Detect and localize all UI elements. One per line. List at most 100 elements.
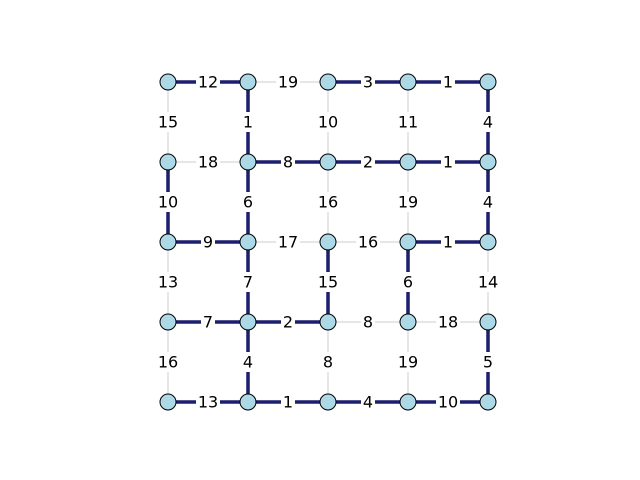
edge-weight-label: 1 — [443, 73, 453, 92]
edge-weight-label: 6 — [243, 193, 253, 212]
edge-weight-label: 8 — [323, 353, 333, 372]
edge-weight-label: 4 — [483, 113, 493, 132]
edge-weight-label-bg — [281, 392, 295, 412]
edge-weight-label: 1 — [283, 393, 293, 412]
edge-weight-label: 14 — [478, 273, 498, 292]
edge-weight-label-bg — [241, 352, 255, 372]
edge-weight-label-bg — [481, 352, 495, 372]
graph-node — [319, 153, 337, 171]
edge-weight-label: 7 — [243, 273, 253, 292]
edge-weight-label: 15 — [158, 113, 178, 132]
edge-weight-label-bg — [156, 352, 180, 372]
edge-weight-label-bg — [281, 152, 295, 172]
edge-weight-label: 16 — [358, 233, 378, 252]
graph-node — [159, 393, 177, 411]
edge-weight-label: 1 — [243, 113, 253, 132]
graph-node — [239, 313, 257, 331]
edge-weight-label-bg — [476, 272, 500, 292]
graph-node — [399, 393, 417, 411]
edge-weight-label: 18 — [198, 153, 218, 172]
edge-weight-label: 4 — [363, 393, 373, 412]
edge-weight-label: 19 — [278, 73, 298, 92]
edge-weight-label-bg — [321, 352, 335, 372]
edge-weight-label: 9 — [203, 233, 213, 252]
graph-node — [319, 73, 337, 91]
graph-node — [479, 313, 497, 331]
graph-node — [479, 153, 497, 171]
edge-weight-label: 4 — [243, 353, 253, 372]
graph-node — [399, 153, 417, 171]
edge-weight-label-bg — [156, 272, 180, 292]
graph-node — [319, 393, 337, 411]
edge-weight-label: 16 — [318, 193, 338, 212]
edge-weight-label-bg — [441, 232, 455, 252]
edge-weight-label: 19 — [398, 353, 418, 372]
edge-weight-label: 13 — [198, 393, 218, 412]
edge-weight-label: 10 — [158, 193, 178, 212]
edge-weight-label-bg — [281, 312, 295, 332]
graph-node — [159, 73, 177, 91]
edge-weight-label-bg — [396, 112, 420, 132]
edge-weight-label-bg — [361, 312, 375, 332]
edge-weight-label-bg — [401, 272, 415, 292]
edge-weight-label-bg — [316, 272, 340, 292]
edge-weight-label-bg — [196, 152, 220, 172]
edge-weight-label: 13 — [158, 273, 178, 292]
graph-node — [319, 233, 337, 251]
edge-weight-label-bg — [316, 112, 340, 132]
edge-weight-label-bg — [356, 232, 380, 252]
graph-node — [239, 393, 257, 411]
graph-node — [159, 313, 177, 331]
edge-weight-label-bg — [276, 232, 300, 252]
edge-weight-label-bg — [361, 392, 375, 412]
edge-weight-label: 10 — [438, 393, 458, 412]
edge-weight-label-bg — [396, 192, 420, 212]
edge-weight-label: 18 — [438, 313, 458, 332]
edge-weight-label-bg — [201, 312, 215, 332]
edge-weight-label-bg — [361, 152, 375, 172]
edge-weight-label-bg — [196, 392, 220, 412]
edge-weight-label: 11 — [398, 113, 418, 132]
edge-weight-label-bg — [156, 192, 180, 212]
edge-weight-label: 15 — [318, 273, 338, 292]
edge-weight-label: 2 — [363, 153, 373, 172]
edge-weight-label-bg — [441, 152, 455, 172]
graph-node — [159, 233, 177, 251]
nodes — [159, 73, 497, 411]
edge-weight-label-bg — [481, 112, 495, 132]
graph-node — [479, 233, 497, 251]
graph-node — [239, 233, 257, 251]
edge-weight-label: 1 — [443, 153, 453, 172]
graph-node — [399, 73, 417, 91]
edge-weight-label-bg — [201, 232, 215, 252]
edge-weight-label-bg — [436, 392, 460, 412]
edge-weight-label-bg — [441, 72, 455, 92]
edge-weight-label: 19 — [398, 193, 418, 212]
edge-weight-label: 10 — [318, 113, 338, 132]
graph-node — [239, 153, 257, 171]
edge-weight-label-bg — [396, 352, 420, 372]
edge-weight-label: 8 — [283, 153, 293, 172]
graph-node — [399, 313, 417, 331]
edge-weight-label: 6 — [403, 273, 413, 292]
edge-weight-label: 7 — [203, 313, 213, 332]
edge-weight-label-bg — [361, 72, 375, 92]
edge-weight-label: 12 — [198, 73, 218, 92]
edge-weight-label-bg — [241, 112, 255, 132]
edge-weight-label-bg — [436, 312, 460, 332]
edge-weight-label-bg — [241, 192, 255, 212]
edge-weight-label-bg — [241, 272, 255, 292]
graph-node — [159, 153, 177, 171]
edge-weight-label: 16 — [158, 353, 178, 372]
edge-weight-label: 8 — [363, 313, 373, 332]
graph-node — [479, 393, 497, 411]
graph-node — [319, 313, 337, 331]
edge-weight-label-bg — [316, 192, 340, 212]
edge-weight-label: 17 — [278, 233, 298, 252]
graph-node — [399, 233, 417, 251]
edge-weight-label-bg — [156, 112, 180, 132]
edge-weight-label: 1 — [443, 233, 453, 252]
edge-weight-label-bg — [481, 192, 495, 212]
